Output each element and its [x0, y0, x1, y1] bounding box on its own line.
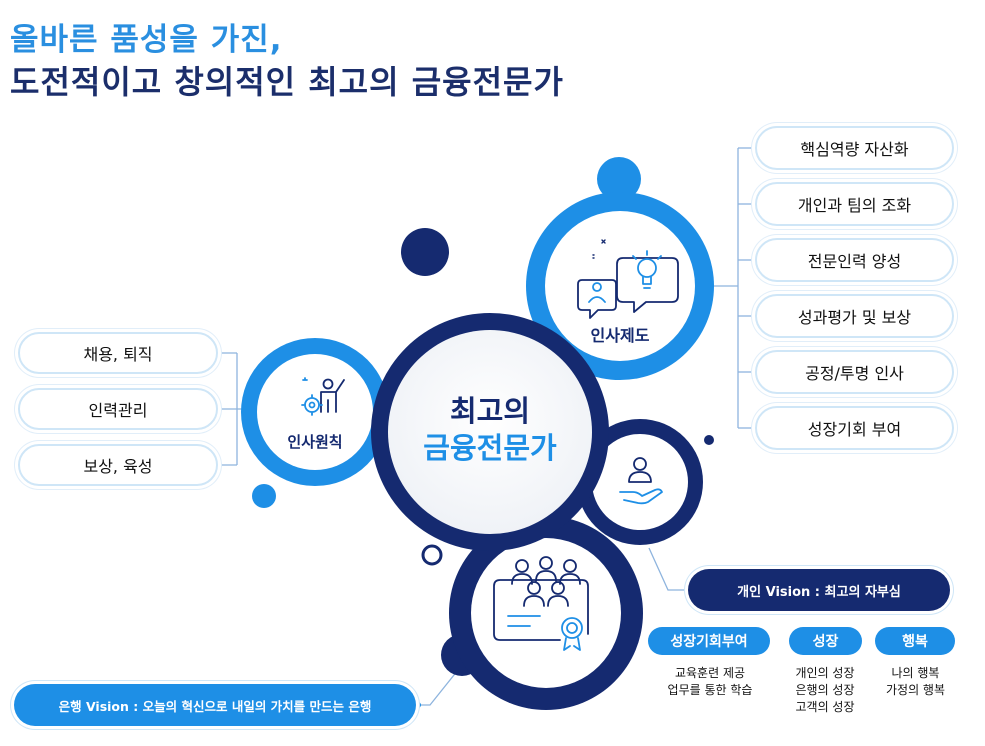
lightbulb-chat-icon [577, 239, 679, 319]
badge-growth-opportunity: 성장기회부여 [648, 627, 770, 655]
right-item-expert-training: 전문인력 양성 [755, 238, 954, 282]
list-item: 가정의 행복 [885, 683, 945, 697]
bank-vision: 은행 Vision : 오늘의 혁신으로 내일의 가치를 만드는 은행 [14, 684, 416, 726]
right-item-growth-opportunity: 성장기회 부여 [755, 406, 954, 450]
deco-circle [252, 484, 276, 508]
left-item-reward: 보상, 육성 [18, 444, 218, 486]
hr-principle-label: 인사원칙 [287, 433, 343, 451]
deco-circle [401, 228, 449, 276]
list-item: 교육훈련 제공 [674, 666, 746, 680]
badge-happiness: 행복 [875, 627, 955, 655]
circle-certificate [449, 516, 643, 710]
list-item: 나의 행복 [891, 666, 940, 680]
badge-growth-list: 개인의 성장 은행의 성장 고객의 성장 [775, 665, 875, 716]
circle-center [371, 313, 609, 551]
left-item-hr-management: 인력관리 [18, 388, 218, 430]
list-item: 은행의 성장 [795, 683, 855, 697]
certificate-team-icon [493, 556, 589, 651]
title-line-1: 올바른 품성을 가진, [10, 22, 283, 58]
hand-person-icon [619, 457, 663, 505]
center-title-line-1: 최고의 [449, 394, 531, 428]
circle-hr-system [526, 192, 714, 380]
right-item-core-competency: 핵심역량 자산화 [755, 126, 954, 170]
badge-growth-opportunity-list: 교육훈련 제공 업무를 통한 학습 [645, 665, 775, 699]
badge-happiness-list: 나의 행복 가정의 행복 [868, 665, 963, 699]
person-gear-icon [301, 377, 345, 416]
deco-dot [704, 435, 714, 445]
deco-circle [597, 157, 641, 201]
center-title-line-2: 금융전문가 [423, 431, 557, 465]
personal-vision: 개인 Vision : 최고의 자부심 [688, 569, 950, 611]
title-line-2: 도전적이고 창의적인 최고의 금융전문가 [10, 63, 564, 101]
list-item: 고객의 성장 [795, 700, 855, 714]
badge-growth: 성장 [789, 627, 862, 655]
list-item: 업무를 통한 학습 [667, 683, 753, 697]
hr-system-label: 인사제도 [590, 326, 650, 345]
right-item-fair-hr: 공정/투명 인사 [755, 350, 954, 394]
list-item: 개인의 성장 [795, 666, 855, 680]
right-item-harmony: 개인과 팀의 조화 [755, 182, 954, 226]
left-item-hiring: 채용, 퇴직 [18, 332, 218, 374]
right-item-evaluation: 성과평가 및 보상 [755, 294, 954, 338]
deco-ring [421, 544, 443, 566]
